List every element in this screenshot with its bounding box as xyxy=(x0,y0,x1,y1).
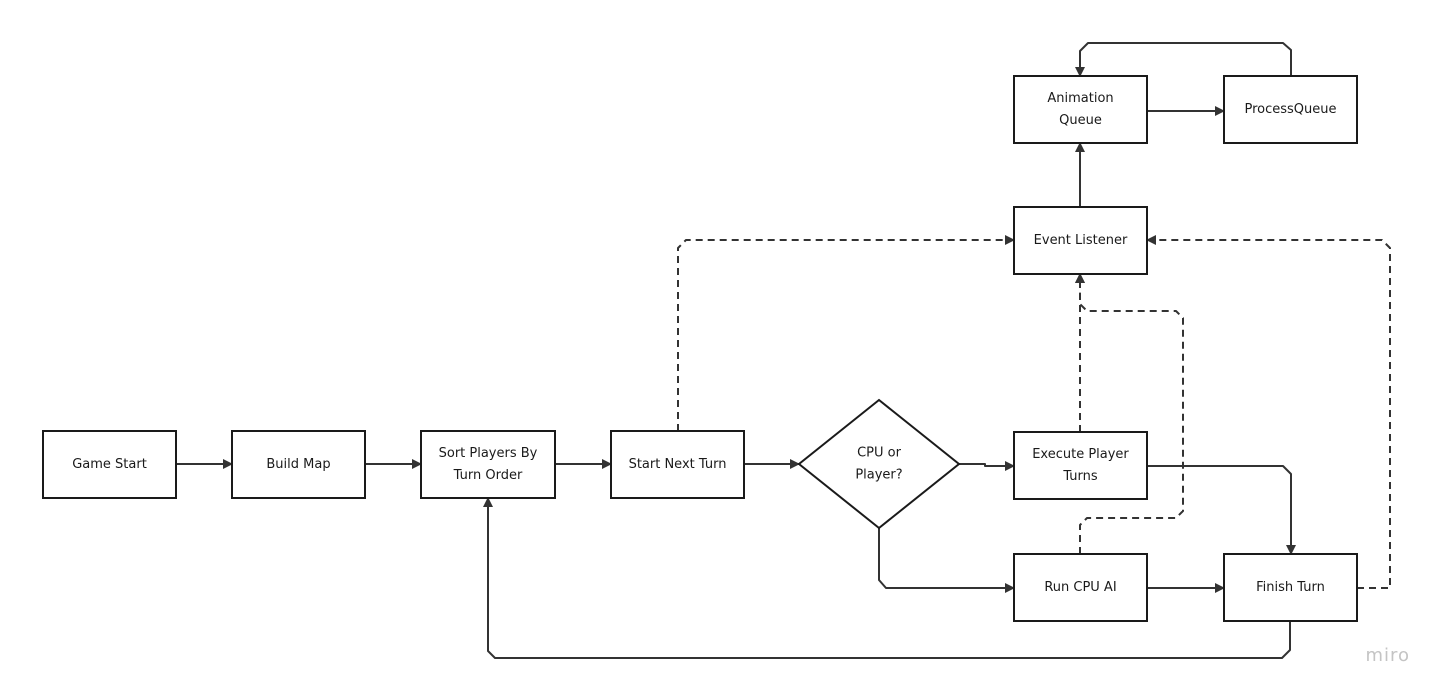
connector-execute-player-turns-to-finish-turn xyxy=(1147,465,1296,555)
node-run-cpu-ai[interactable]: Run CPU AI xyxy=(1013,553,1148,622)
node-build-map[interactable]: Build Map xyxy=(231,430,366,499)
node-animation-queue-box xyxy=(1013,75,1148,144)
node-process-queue-box xyxy=(1223,75,1358,144)
node-game-start-box xyxy=(42,430,177,499)
miro-watermark: miro xyxy=(1365,645,1410,666)
node-animation-queue-label-line-1: Animation xyxy=(1047,91,1113,106)
node-sort-players-box xyxy=(420,430,556,499)
node-cpu-or-player[interactable]: CPU or Player? xyxy=(797,398,961,530)
node-event-listener-label-line-1: Event Listener xyxy=(1034,233,1128,248)
node-animation-queue-label-line-2: Queue xyxy=(1059,113,1102,128)
node-build-map-label-line-1: Build Map xyxy=(266,457,330,472)
node-game-start[interactable]: Game Start xyxy=(42,430,177,499)
node-sort-players-label-line-2: Turn Order xyxy=(453,468,523,483)
connector-cpu-or-player-to-execute-player-turns xyxy=(959,461,1015,471)
node-run-cpu-ai-label-line-1: Run CPU AI xyxy=(1044,580,1116,595)
connector-cpu-or-player-to-run-cpu-ai xyxy=(878,528,1015,593)
node-process-queue[interactable]: ProcessQueue xyxy=(1223,75,1358,144)
connector-run-cpu-ai-to-event-listener xyxy=(1075,273,1184,554)
node-finish-turn-label-line-1: Finish Turn xyxy=(1256,580,1325,595)
node-run-cpu-ai-box xyxy=(1013,553,1148,622)
node-sort-players-label-line-1: Sort Players By xyxy=(439,446,538,461)
node-start-next-turn[interactable]: Start Next Turn xyxy=(610,430,745,499)
connector-finish-turn-to-event-listener xyxy=(1146,235,1391,589)
connector-start-next-turn-to-event-listener xyxy=(677,235,1015,431)
node-execute-player-turns-label-line-2: Turns xyxy=(1062,469,1098,484)
node-start-next-turn-box xyxy=(610,430,745,499)
node-game-start-label-line-1: Game Start xyxy=(72,457,147,472)
node-execute-player-turns-label-line-1: Execute Player xyxy=(1032,447,1129,462)
nodes: Game Start Build Map Sort Players By Turn O… xyxy=(42,75,1358,622)
node-event-listener[interactable]: Event Listener xyxy=(1013,206,1148,275)
connectors xyxy=(176,42,1391,659)
node-start-next-turn-label-line-1: Start Next Turn xyxy=(629,457,727,472)
node-build-map-box xyxy=(231,430,366,499)
node-sort-players[interactable]: Sort Players By Turn Order xyxy=(420,430,556,499)
node-execute-player-turns-box xyxy=(1013,431,1148,500)
node-event-listener-box xyxy=(1013,206,1148,275)
node-process-queue-label-line-1: ProcessQueue xyxy=(1244,102,1336,117)
node-cpu-or-player-label-line-2: Player? xyxy=(855,468,902,483)
node-cpu-or-player-label-line-1: CPU or xyxy=(857,446,902,461)
node-finish-turn[interactable]: Finish Turn xyxy=(1223,553,1358,622)
node-finish-turn-box xyxy=(1223,553,1358,622)
connector-process-queue-to-animation-queue xyxy=(1075,42,1292,77)
node-cpu-or-player-diamond xyxy=(797,398,961,530)
connector-finish-turn-to-sort-players xyxy=(483,497,1291,659)
